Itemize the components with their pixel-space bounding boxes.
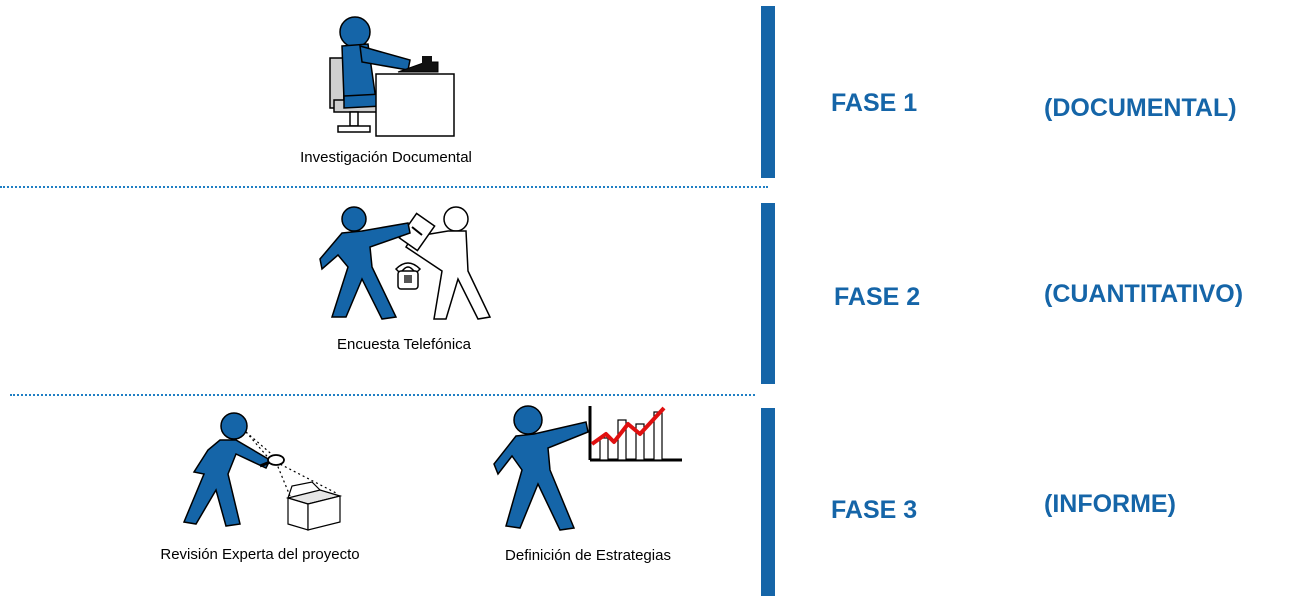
phase-2-label: FASE 2: [834, 283, 921, 311]
caption-revision-experta: Revisión Experta del proyecto: [160, 546, 360, 563]
caption-encuesta-telefonica: Encuesta Telefónica: [337, 336, 471, 353]
person-at-desk-icon: [329, 16, 455, 137]
phase-bar-1: [761, 6, 775, 178]
phase-bar-3: [761, 408, 775, 596]
presenting-chart-icon: [493, 405, 682, 531]
phase-1-type: (DOCUMENTAL): [1044, 94, 1237, 122]
phase-1-label: FASE 1: [831, 89, 918, 117]
phase-2-type: (CUANTITATIVO): [1044, 280, 1244, 308]
phase-3-type: (INFORME): [1044, 490, 1176, 518]
separator-1: [0, 186, 768, 188]
magnifier-box-inspection-icon: [182, 412, 343, 531]
caption-definicion-estrategias: Definición de Estrategias: [505, 547, 671, 564]
phase-3-label: FASE 3: [831, 496, 918, 524]
phase-bar-2: [761, 203, 775, 384]
telephone-survey-icon: [319, 206, 492, 320]
separator-2: [10, 394, 755, 396]
caption-investigacion-documental: Investigación Documental: [300, 149, 472, 166]
